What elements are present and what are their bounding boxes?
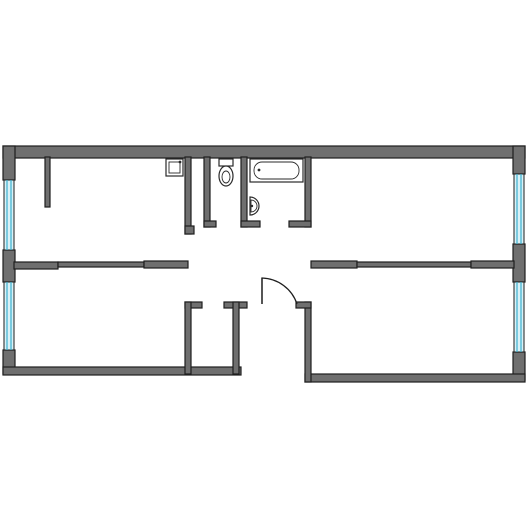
wall-toilet-left (184, 156, 192, 235)
wall-partition-left-c (143, 260, 189, 269)
window-left-upper (3, 179, 15, 251)
windows (3, 173, 525, 353)
wall-toilet-left-foot (184, 225, 195, 235)
wall-bath-right (304, 156, 312, 228)
wall-toilet-left-inner (203, 156, 211, 228)
wall-right-middle (512, 243, 526, 283)
door-swing-icon (261, 277, 298, 305)
exterior-walls (2, 145, 526, 383)
wall-toilet-left-inner-foot (203, 220, 217, 228)
wall-partition-right-c (470, 260, 515, 269)
wall-right-room-left-top (295, 301, 312, 309)
entrance-door (261, 277, 298, 305)
wall-partition-left-b (57, 261, 145, 268)
wall-toilet-bath-foot (240, 220, 261, 228)
fixtures (165, 158, 304, 216)
wall-bottom-right (304, 373, 526, 383)
wall-top (2, 145, 526, 159)
wall-bath-right-foot (288, 220, 312, 228)
shower-icon (165, 158, 184, 177)
wall-right-top (512, 145, 526, 175)
window-left-lower (3, 281, 15, 351)
wall-left-top (2, 145, 16, 181)
wall-closet-right (232, 301, 240, 375)
interior-walls (13, 156, 515, 383)
wall-partition-right-a (310, 260, 358, 269)
wall-bottom-left (2, 366, 242, 376)
window-right-lower (513, 281, 525, 353)
sink-icon (249, 196, 260, 216)
wall-partition-left-a (13, 261, 59, 270)
wall-partition-right-b (356, 261, 472, 268)
wall-toilet-bath (240, 156, 248, 228)
toilet-icon (218, 158, 234, 187)
bathtub-icon (249, 158, 304, 183)
wall-closet-left (184, 301, 192, 375)
wall-kitchen-stub (44, 156, 51, 208)
wall-right-room-left (304, 301, 312, 383)
wall-left-middle (2, 249, 16, 283)
window-right-upper (513, 173, 525, 245)
